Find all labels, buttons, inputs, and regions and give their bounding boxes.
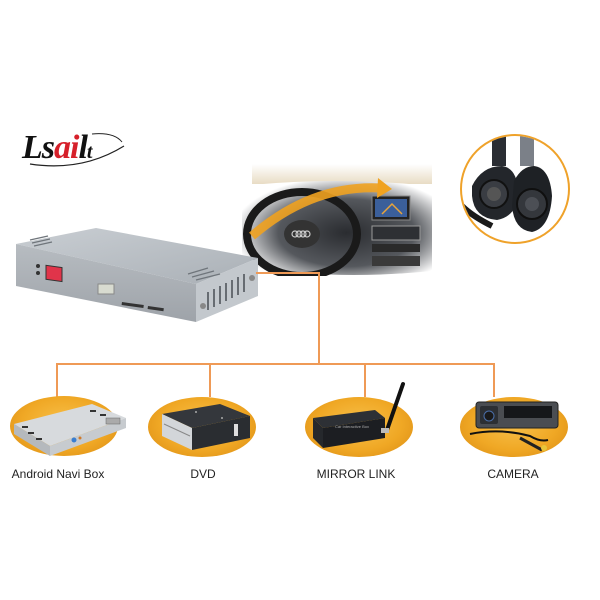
cable-connector-icon [462, 136, 552, 232]
logo-text: Lsailt [22, 129, 92, 166]
connector-drop-mirror [364, 363, 366, 397]
device-label-camera: CAMERA [487, 467, 539, 481]
device-label-mirror-link: MIRROR LINK [316, 467, 396, 481]
brand-logo: Lsailt [22, 128, 132, 172]
device-label-android-navi-box: Android Navi Box [11, 467, 105, 481]
dvd-image [150, 398, 260, 458]
logo-swoosh-icon [29, 133, 125, 167]
connector-drop-camera [493, 363, 495, 397]
device-label-dvd: DVD [190, 467, 216, 481]
connector-line-box-horizontal [256, 272, 320, 274]
android-navi-box-image [10, 396, 130, 466]
connector-line-bus [56, 363, 495, 365]
connector-inset [460, 134, 570, 244]
connector-drop-android [56, 363, 58, 397]
connector-line-main-vertical [318, 272, 320, 365]
dashboard-image [232, 156, 438, 280]
camera-image [460, 398, 570, 458]
mirror-link-image: Car Interactive Box [305, 380, 415, 460]
svg-text:Car Interactive Box: Car Interactive Box [335, 424, 369, 429]
main-unit-box [8, 222, 264, 330]
connector-drop-dvd [209, 363, 211, 397]
